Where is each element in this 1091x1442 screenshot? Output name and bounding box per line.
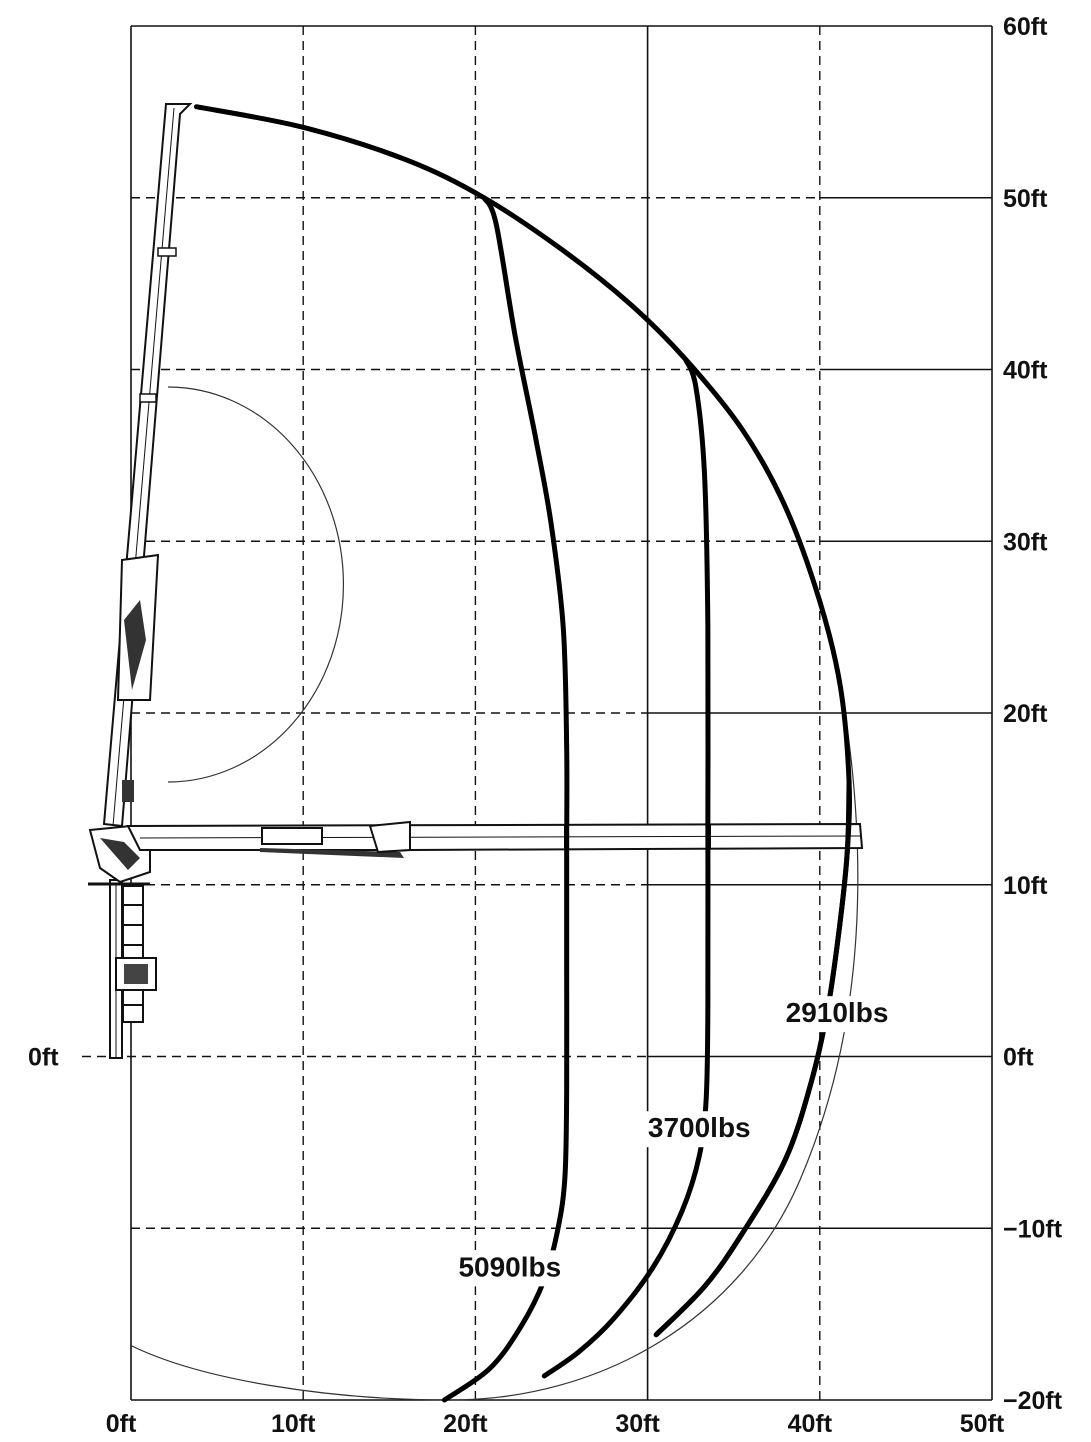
y-left-label: 0ft [28,1044,59,1072]
x-tick-label: 40ft [788,1410,833,1438]
load-label-2910lbs: 2910lbs [786,997,889,1028]
x-tick-label: 0ft [106,1410,137,1438]
labels: 0ft 10ft 20ft 30ft 40ft 50ft 60ft 50ft 40ft 30ft 2… [28,13,1063,1438]
x-tick-label: 30ft [615,1410,660,1438]
load-curve-5090lbs [441,195,570,1403]
load-label-background [635,1111,764,1148]
load-label-5090lbs: 5090lbs [458,1251,561,1282]
load-curve-3700lbs [541,356,711,1379]
vertical-boom [102,103,193,828]
load-label-3700lbs: 3700lbs [648,1112,751,1143]
y-tick-label: 30ft [1003,528,1048,556]
max-reach-arc [129,711,859,1401]
x-tick-label: 10ft [271,1410,316,1438]
x-tick-label: 20ft [443,1410,488,1438]
y-tick-label: −10ft [1003,1215,1063,1243]
y-tick-label: 60ft [1003,13,1048,41]
load-curves [193,104,852,1403]
y-tick-label: 10ft [1003,872,1048,900]
jib-reach-arc [167,386,344,783]
load-label-background [773,996,902,1033]
y-tick-label: 40ft [1003,357,1048,385]
crane-ladder [122,885,144,1023]
y-tick-label: 0ft [1003,1044,1034,1072]
load-label-background [445,1250,574,1287]
reach-arcs [129,386,859,1401]
y-tick-label: 20ft [1003,700,1048,728]
y-tick-label: 50ft [1003,185,1048,213]
load-curve-2910lbs [653,779,852,1338]
crane-drawing [88,103,864,1059]
x-tick-label: 50ft [960,1410,1005,1438]
y-tick-label: −20ft [1003,1387,1063,1415]
